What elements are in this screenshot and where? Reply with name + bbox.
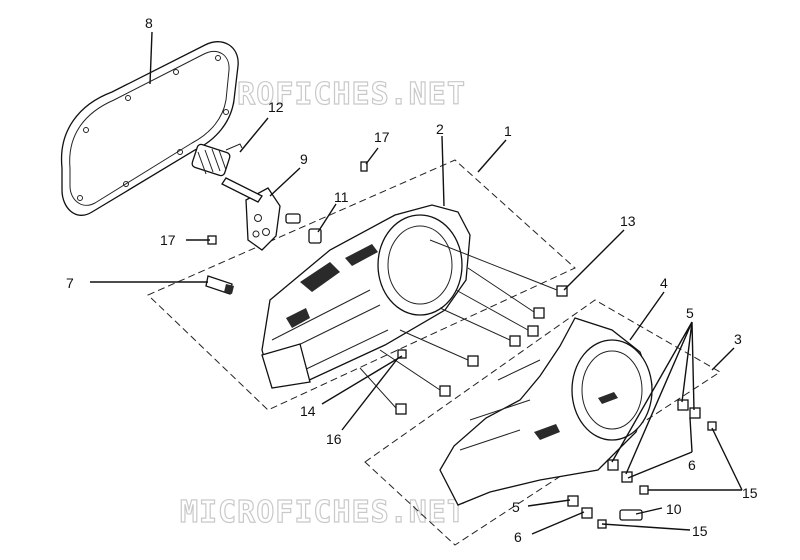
callout-6-lower: 6 — [514, 529, 522, 545]
gasket — [60, 41, 239, 216]
callout-labels: 8 12 9 11 17 17 7 2 1 13 4 3 5 6 15 14 1… — [66, 15, 758, 545]
outer-cover-boundary — [364, 299, 721, 546]
callout-17-left: 17 — [160, 232, 176, 248]
callout-5-lower: 5 — [512, 499, 520, 515]
callout-7: 7 — [66, 275, 74, 291]
washer — [285, 213, 301, 224]
inner-cover-boundary — [147, 159, 576, 411]
callout-6-right: 6 — [688, 457, 696, 473]
callout-13: 13 — [620, 213, 636, 229]
callout-14: 14 — [300, 403, 316, 419]
bushing — [308, 228, 322, 244]
callout-5-upper: 5 — [686, 305, 694, 321]
cover-bolts — [359, 239, 568, 415]
leader-lines — [90, 31, 743, 535]
callout-17-upper: 17 — [374, 129, 390, 145]
callout-15-right: 15 — [742, 485, 758, 501]
callout-2: 2 — [436, 121, 444, 137]
outer-cover — [439, 317, 653, 506]
callout-10: 10 — [666, 501, 682, 517]
kick-shaft — [205, 275, 234, 295]
callout-8: 8 — [145, 15, 153, 31]
callout-4: 4 — [660, 275, 668, 291]
callout-11: 11 — [334, 189, 349, 205]
callout-16: 16 — [326, 431, 342, 447]
inner-cover — [261, 204, 471, 389]
kick-spring — [191, 143, 243, 177]
callout-12: 12 — [268, 99, 284, 115]
watermark-bottom: MICROFICHES.NET — [180, 495, 466, 530]
dowel-pin-upper — [360, 161, 368, 172]
callout-3: 3 — [734, 331, 742, 347]
callout-1: 1 — [504, 123, 512, 139]
callout-9: 9 — [300, 151, 308, 167]
callout-15-lower: 15 — [692, 523, 708, 539]
kick-lever-plate — [221, 177, 281, 251]
